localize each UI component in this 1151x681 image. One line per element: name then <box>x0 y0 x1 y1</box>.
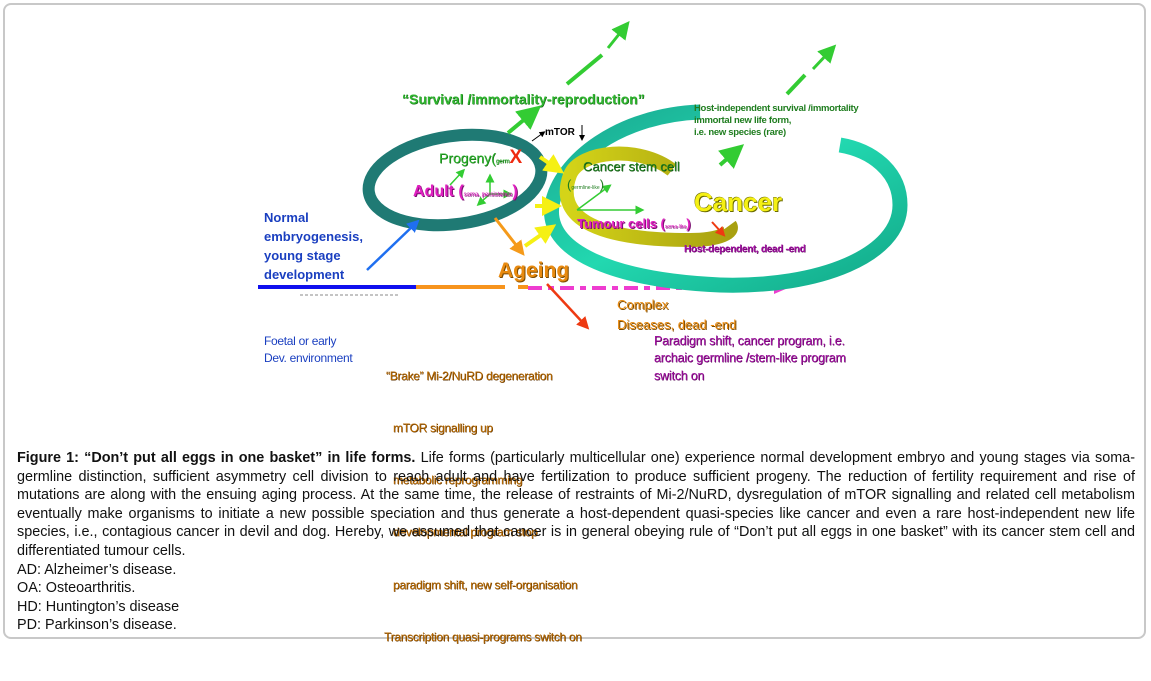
normal-development-label: Normal embryogenesis, young stage develo… <box>264 208 363 284</box>
disease-arrow <box>546 283 590 330</box>
progeny-text: Progeny( <box>439 150 496 166</box>
progeny-label: Progeny(germX <box>439 148 522 167</box>
tumour-cells-label: Tumour cells (soma-like) <box>577 217 691 230</box>
tumour-close-paren: ) <box>686 216 691 231</box>
survival-arrows <box>506 20 837 169</box>
x-mark-icon: X <box>509 147 523 168</box>
caption-body: Life forms (particularly multicellular o… <box>17 450 1135 559</box>
mechanism-item: developmental program stop <box>390 525 538 540</box>
paradigm-shift-label: Paradigm shift, cancer program, i.e. arc… <box>654 333 846 385</box>
adult-subscript: soma, persistence <box>463 192 513 198</box>
adult-text: Adult ( <box>413 183 464 200</box>
figure-diagram: “Survival /immortality-reproduction” Hos… <box>258 20 908 644</box>
ageing-label: Ageing <box>498 259 570 282</box>
paradigm-line: Paradigm shift, cancer program, i.e. <box>654 334 845 348</box>
host-independent-line: i.e. new species (rare) <box>694 127 786 138</box>
complex-label: Complex <box>617 297 669 312</box>
foetal-line: Dev. environment <box>264 351 353 365</box>
figure-caption: Figure 1: “Don’t put all eggs in one bas… <box>17 449 1135 635</box>
abbreviation-item: PD: Parkinson’s disease. <box>17 617 177 634</box>
normal-dev-line: embryogenesis, <box>264 229 363 244</box>
host-independent-line: Host-independent survival /immortality <box>694 103 859 114</box>
mtor-pointer <box>531 131 546 142</box>
progeny-subscript: germ <box>495 159 510 165</box>
transition-arrows <box>523 154 565 248</box>
figure-frame <box>3 3 1146 639</box>
life-cycle-ring <box>362 128 548 232</box>
normal-dev-line: Normal <box>264 210 309 225</box>
stem-subscript-text: germline-like <box>571 185 600 191</box>
normal-dev-line: young stage <box>264 248 341 263</box>
foetal-line: Foetal or early <box>264 334 337 348</box>
normal-dev-line: development <box>264 267 345 282</box>
paradigm-line: switch on <box>654 368 705 383</box>
tumour-cells-text: Tumour cells ( <box>577 216 665 231</box>
cancer-stem-cell-subscript: (germline-like) <box>567 177 605 192</box>
cancer-stem-cell-label: Cancer stem cell <box>583 159 680 174</box>
abbreviation-item: AD: Alzheimer’s disease. <box>17 561 177 578</box>
caption-paragraph: Figure 1: “Don’t put all eggs in one bas… <box>17 449 1135 561</box>
survival-label: “Survival /immortality-reproduction” <box>402 91 645 107</box>
mechanism-item: mTOR signalling up <box>390 421 493 436</box>
diagram-canvas <box>258 20 908 330</box>
adult-label: Adult (soma, persistence) <box>413 184 518 200</box>
caption-title: Figure 1: “Don’t put all eggs in one bas… <box>17 450 416 466</box>
dead-end-arrow <box>711 221 726 237</box>
paradigm-line: archaic germline /stem-like program <box>654 351 846 366</box>
mechanism-item: paradigm shift, new self-organisation <box>390 577 578 592</box>
axis-arrows <box>449 168 645 215</box>
diseases-label: Diseases, dead -end <box>617 317 737 332</box>
brake-mechanism-list: “Brake” Mi-2/NuRD degeneration mTOR sign… <box>384 333 582 681</box>
abbreviation-item: OA: Osteoarthritis. <box>17 580 136 597</box>
mtor-label: mTOR <box>545 127 575 138</box>
cancer-label: Cancer <box>694 187 783 217</box>
mechanism-item: “Brake” Mi-2/NuRD degeneration <box>386 368 553 383</box>
ageing-arrow <box>493 217 525 256</box>
foetal-environment-label: Foetal or early Dev. environment <box>264 333 353 367</box>
host-independent-line: immortal new life form, <box>694 115 792 126</box>
mechanism-item: metabolic reprogramming <box>390 473 523 488</box>
abbreviation-item: HD: Huntington’s disease <box>17 598 180 615</box>
adult-close-paren: ) <box>512 183 518 200</box>
tumour-subscript: soma-like <box>664 224 687 230</box>
host-dependent-label: Host-dependent, dead -end <box>684 244 806 255</box>
stem-cell-ring <box>559 146 738 248</box>
development-arrow <box>366 219 420 271</box>
host-independent-label: Host-independent survival /immortality i… <box>694 103 859 139</box>
mechanism-item: Transcription quasi-programs switch on <box>384 629 582 644</box>
